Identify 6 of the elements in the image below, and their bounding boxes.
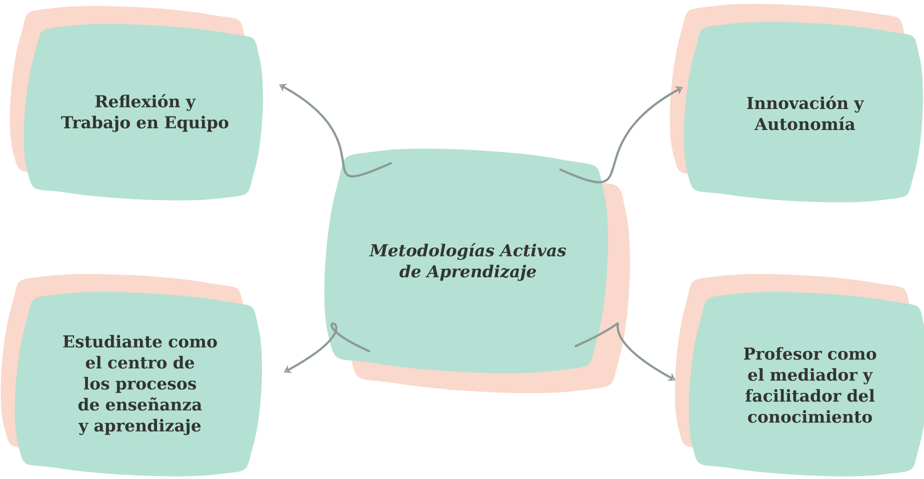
blob-node: Reflexión y Trabajo en Equipo xyxy=(10,6,263,200)
blob-node: Estudiante como el centro de los procesos de enseñanza y aprendizaje xyxy=(0,274,262,476)
curly-arrow xyxy=(559,86,683,184)
blob-node: Innovación y Autonomía xyxy=(670,4,923,202)
blob-node: Metodologías Activas de Aprendizaje xyxy=(324,148,630,394)
blob-node: Profesor como el mediador y facilitador del conocimiento xyxy=(674,274,924,476)
